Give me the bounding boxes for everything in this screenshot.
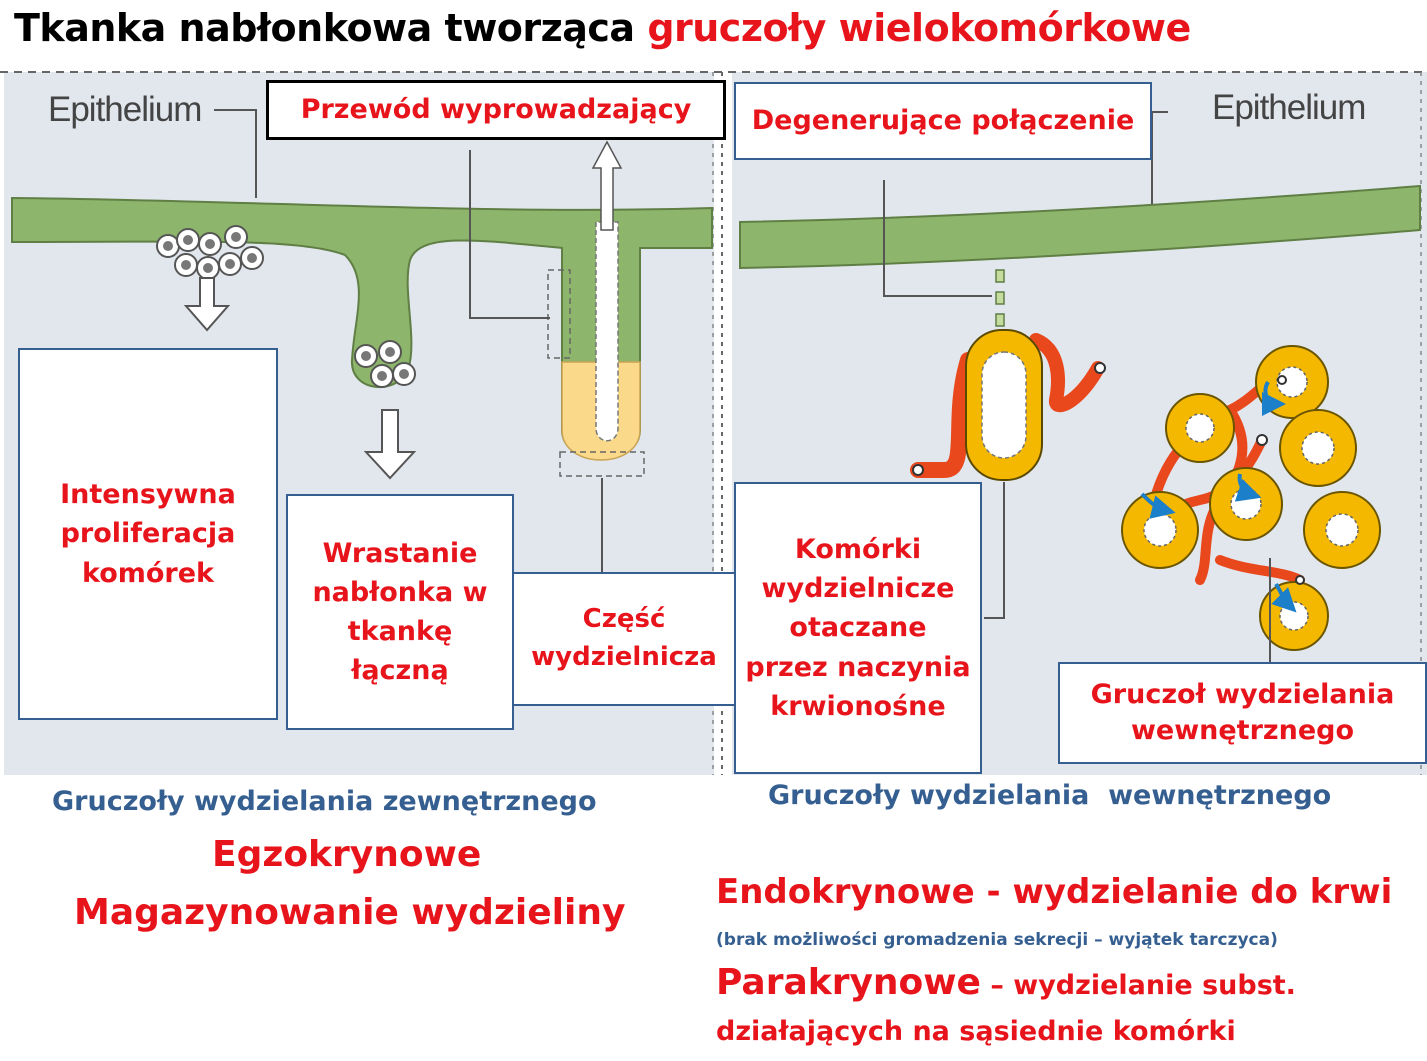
secretory-cells-box: Komórki wydzielnicze otaczane przez nacz… xyxy=(734,482,982,774)
down-arrow-ingrowth xyxy=(363,409,417,480)
endocrine-gland-box: Gruczoł wydzielania wewnętrznego xyxy=(1058,662,1427,764)
forming-endocrine-gland xyxy=(910,329,1106,481)
excretory-duct-box: Przewód wyprowadzający xyxy=(266,80,726,140)
caption-parakrynowe: Parakrynowe – wydzielanie subst. xyxy=(716,962,1296,1003)
title-prefix: Tkanka nabłonkowa tworząca xyxy=(14,6,648,50)
caption-storage: Magazynowanie wydzieliny xyxy=(74,892,626,933)
caption-endocrine: Gruczoły wydzielania wewnętrznego xyxy=(768,780,1332,811)
title-highlight: gruczoły wielokomórkowe xyxy=(647,6,1191,50)
epithelium-label-left: Epithelium xyxy=(48,90,202,129)
proliferation-label: Intensywna proliferacja komórek xyxy=(60,479,236,589)
degenerating-connection-box: Degenerujące połączenie xyxy=(734,82,1152,160)
excretory-duct-label: Przewód wyprowadzający xyxy=(300,94,692,126)
down-arrow-proliferation xyxy=(183,277,231,332)
caption-parakrynowe-line2: działających na sąsiednie komórki xyxy=(716,1016,1236,1047)
degenerating-stalk xyxy=(995,269,1005,327)
caption-exocrine: Gruczoły wydzielania zewnętrznego xyxy=(52,786,597,817)
duct-lumen xyxy=(595,221,619,442)
parakrynowe-head: Parakrynowe xyxy=(716,962,981,1003)
proliferation-box: Intensywna proliferacja komórek xyxy=(18,348,278,720)
ingrowth-label: Wrastanie nabłonka w tkankę łączną xyxy=(312,537,488,687)
right-epithelium-band xyxy=(739,184,1421,270)
secretory-part-box: Część wydzielnicza xyxy=(512,572,736,706)
proliferating-cells xyxy=(156,225,416,388)
caption-egzokrynowe: Egzokrynowe xyxy=(212,834,482,875)
left-epithelium-band xyxy=(11,196,713,460)
secretory-part-label: Część wydzielnicza xyxy=(531,604,717,672)
degenerating-connection-label: Degenerujące połączenie xyxy=(751,105,1135,137)
page-title: Tkanka nabłonkowa tworząca gruczoły wiel… xyxy=(14,6,1191,50)
ingrowth-box: Wrastanie nabłonka w tkankę łączną xyxy=(286,494,514,730)
caption-endocrine-note: (brak możliwości gromadzenia sekrecji – … xyxy=(716,930,1278,950)
outflow-arrow xyxy=(591,140,623,231)
endocrine-gland-label: Gruczoł wydzielania wewnętrznego xyxy=(1090,678,1395,746)
caption-endokrynowe: Endokrynowe - wydzielanie do krwi xyxy=(716,872,1393,912)
parakrynowe-tail: – wydzielanie subst. xyxy=(980,970,1296,1001)
epithelium-label-right: Epithelium xyxy=(1212,88,1366,127)
endocrine-gland-cluster xyxy=(1121,345,1381,651)
secretory-cells-label: Komórki wydzielnicze otaczane przez nacz… xyxy=(745,534,971,722)
